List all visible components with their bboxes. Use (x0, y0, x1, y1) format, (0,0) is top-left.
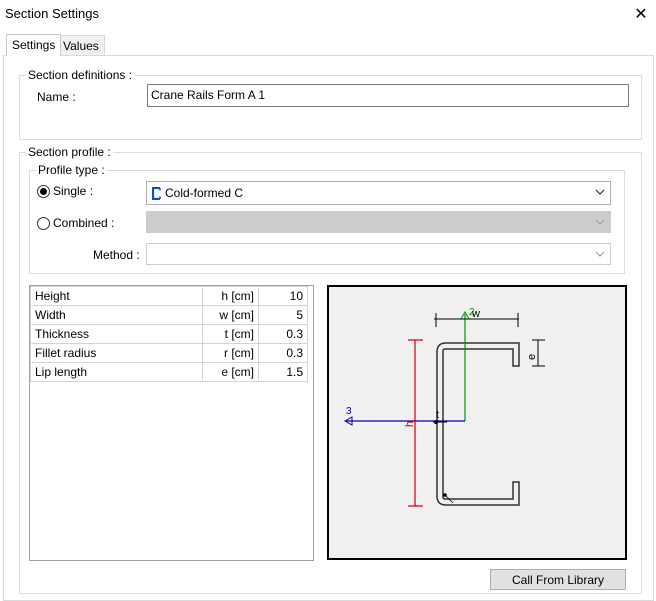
width-label: w (471, 308, 480, 320)
lip-dimension (532, 339, 545, 367)
axis-2-label: 2 (469, 307, 475, 318)
fillet-leader (445, 495, 454, 504)
chevron-down-icon[interactable] (595, 186, 605, 198)
single-radio[interactable]: Single : (37, 184, 93, 198)
settings-panel: Section definitions : Name : Crane Rails… (3, 55, 654, 601)
height-dimension (408, 339, 423, 507)
dimension-symbol: w [cm] (202, 305, 259, 325)
dimension-value[interactable]: 0.3 (258, 343, 308, 363)
single-radio-circle[interactable] (37, 184, 50, 198)
profile-type-legend: Profile type : (36, 163, 107, 177)
profile-type-group: Profile type : Single : Cold-formed C Co… (29, 163, 625, 274)
close-icon: ✕ (634, 6, 648, 23)
tab-settings[interactable]: Settings (6, 34, 62, 56)
dimension-value[interactable]: 0.3 (258, 324, 308, 344)
centroid-marker (434, 420, 438, 424)
close-button[interactable]: ✕ (626, 0, 656, 28)
window-title: Section Settings (5, 6, 99, 21)
single-profile-combo[interactable]: Cold-formed C (146, 181, 611, 205)
call-from-library-button[interactable]: Call From Library (490, 569, 626, 590)
dimension-value[interactable]: 5 (258, 305, 308, 325)
dimension-name: Thickness (30, 324, 203, 344)
single-profile-combo-text: Cold-formed C (152, 186, 243, 200)
combined-radio[interactable]: Combined : (37, 216, 114, 230)
chevron-down-icon[interactable] (595, 248, 605, 260)
c-profile-icon (152, 186, 161, 200)
method-combo[interactable] (146, 243, 611, 265)
name-input[interactable]: Crane Rails Form A 1 (147, 84, 629, 107)
single-label: Single : (53, 184, 94, 198)
dimension-symbol: h [cm] (202, 286, 259, 306)
thickness-label: t (436, 409, 439, 421)
fillet-marker (443, 493, 447, 497)
section-profile-legend: Section profile : (26, 145, 113, 159)
height-label: h (404, 421, 416, 427)
tab-values-label: Values (63, 39, 99, 53)
name-label: Name : (37, 90, 76, 104)
section-definitions-legend: Section definitions : (26, 68, 135, 82)
single-profile-value: Cold-formed C (165, 186, 244, 200)
section-profile-group: Section profile : Profile type : Single … (19, 145, 642, 594)
combined-radio-circle[interactable] (37, 216, 50, 230)
dimension-value[interactable]: 10 (258, 286, 308, 306)
axis-3-arrow (343, 416, 353, 426)
dimension-name: Height (30, 286, 203, 306)
tab-settings-label: Settings (12, 38, 56, 52)
section-drawing: 2 3 w h (343, 307, 545, 507)
dimension-symbol: t [cm] (202, 324, 259, 344)
dimension-value[interactable]: 1.5 (258, 362, 308, 382)
chevron-down-icon (595, 219, 605, 225)
section-preview: 2 3 w h (327, 285, 627, 560)
lip-label: e (526, 354, 538, 360)
dimension-name: Width (30, 305, 203, 325)
axis-3-label: 3 (346, 406, 352, 417)
combined-profile-combo (146, 211, 611, 233)
dimension-symbol: r [cm] (202, 343, 259, 363)
width-dimension (434, 313, 519, 327)
tab-values[interactable]: Values (57, 35, 105, 56)
title-bar: Section Settings ✕ (0, 0, 656, 28)
c-section-shape (436, 342, 520, 506)
dimension-name: Lip length (30, 362, 203, 382)
method-label: Method : (93, 248, 140, 262)
section-definitions-group: Section definitions : Name : Crane Rails… (19, 68, 642, 140)
dimension-symbol: e [cm] (202, 362, 259, 382)
combined-label: Combined : (53, 216, 115, 230)
dimension-name: Fillet radius (30, 343, 203, 363)
